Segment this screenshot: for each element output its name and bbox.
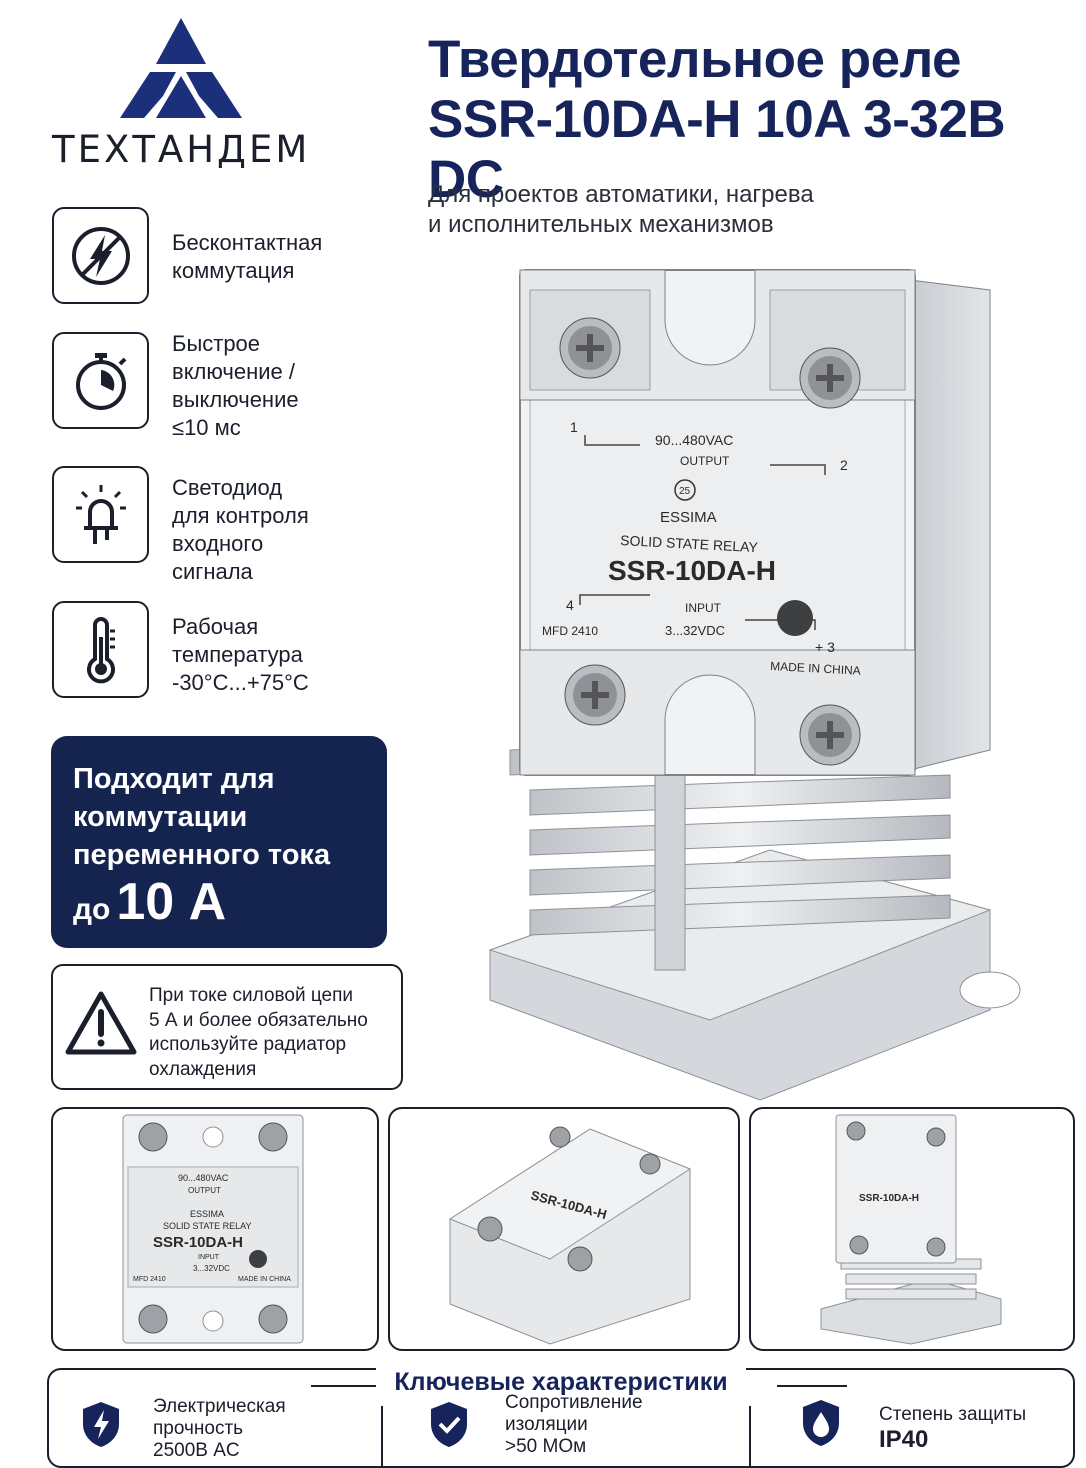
relay-pin3: + 3 [815, 639, 835, 655]
relay-input: INPUT [685, 601, 722, 615]
relay-output-voltage: 90...480VAC [655, 432, 733, 448]
warning-line: используйте радиатор [149, 1034, 347, 1055]
thumbnail-front[interactable]: 90...480VAC OUTPUT ESSIMA SOLID STATE RE… [51, 1107, 379, 1351]
key-line: Сопротивление [505, 1392, 643, 1413]
relay-brand: ESSIMA [660, 509, 717, 526]
fit-value: 10 А [116, 873, 227, 931]
relay-pin4: 4 [566, 597, 574, 613]
feature-line: Быстрое [172, 331, 261, 356]
product-title: Твердотельное реле SSR-10DA-H 10A 3-32В … [428, 30, 1068, 210]
relay-product-image: 1 90...480VAC OUTPUT 2 25 ESSIMA SOLID S… [488, 269, 1021, 1101]
thumb-output-voltage: 90...480VAC [178, 1173, 229, 1183]
brand-logo-icon [120, 18, 242, 118]
thumb-output: OUTPUT [188, 1186, 221, 1195]
relay-front-thumb-image: 90...480VAC OUTPUT ESSIMA SOLID STATE RE… [122, 1114, 304, 1344]
thumbnail-heatsink[interactable]: SSR-10DA-H [749, 1107, 1075, 1351]
key-line: изоляции [505, 1414, 588, 1435]
feature-contactless: Бесконтактная коммутация [52, 207, 382, 304]
product-title-line2: SSR-10DA-H 10A 3-32В DC [428, 90, 1006, 209]
divider [749, 1406, 751, 1466]
fit-line1: Подходит для [73, 763, 275, 795]
stopwatch-icon [52, 332, 149, 429]
thumb-input-voltage: 3...32VDC [193, 1264, 230, 1273]
feature-line: Бесконтактная [172, 230, 323, 255]
relay-type: SOLID STATE RELAY [620, 532, 759, 555]
feature-temperature: Рабочая температура -30°C...+75°C [52, 601, 382, 698]
shield-check-icon [431, 1402, 467, 1447]
thumb-brand: ESSIMA [190, 1209, 224, 1219]
relay-pin1: 1 [570, 419, 578, 435]
thermometer-icon [52, 601, 149, 698]
feature-fast-switching: Быстрое включение / выключение ≤10 мс [52, 331, 382, 440]
feature-line: Светодиод [172, 475, 283, 500]
warning-line: При токе силовой цепи [149, 985, 353, 1006]
relay-model: SSR-10DA-H [608, 555, 776, 586]
thumbnail-angled[interactable]: SSR-10DA-H [388, 1107, 740, 1351]
key-line: IP40 [879, 1426, 929, 1453]
divider [381, 1406, 383, 1466]
current-rating-box: Подходит для коммутации переменного тока… [51, 736, 387, 948]
key-line: >50 МОм [505, 1436, 587, 1457]
warning-box: При токе силовой цепи 5 А и более обязат… [51, 964, 403, 1090]
fit-prefix: до [73, 893, 111, 926]
feature-line: входного [172, 531, 264, 556]
thumb-mfd: MFD 2410 [133, 1276, 166, 1283]
warning-line: 5 А и более обязательно [149, 1009, 368, 1031]
led-icon [52, 466, 149, 563]
thumb-model: SSR-10DA-H [153, 1234, 243, 1251]
feature-line: ≤10 мс [172, 415, 241, 440]
thumb3-model: SSR-10DA-H [859, 1193, 919, 1204]
relay-angled-thumb-image: SSR-10DA-H [448, 1126, 692, 1345]
feature-line: Рабочая [172, 614, 259, 639]
feature-line: коммутация [172, 258, 295, 283]
key-line: 2500В AC [153, 1440, 240, 1461]
key-line: Электрическая [153, 1396, 286, 1417]
drop-icon [803, 1400, 839, 1446]
relay-output: OUTPUT [680, 454, 730, 468]
product-subtitle: Для проектов автоматики, нагрева и испол… [428, 180, 948, 240]
feature-line: для контроля [172, 503, 309, 528]
thumb-type: SOLID STATE RELAY [163, 1221, 252, 1231]
divider [777, 1385, 847, 1387]
feature-line: выключение [172, 387, 299, 412]
key-line: прочность [153, 1418, 244, 1439]
key-line: Степень защиты [879, 1404, 1027, 1425]
feature-line: включение / [172, 359, 296, 384]
shield-lightning-icon [83, 1402, 119, 1447]
lightning-circle-icon [52, 207, 149, 304]
feature-line: -30°C...+75°C [172, 670, 309, 695]
warning-line: охлаждения [149, 1058, 257, 1080]
relay-mfd: MFD 2410 [542, 624, 598, 638]
fit-line3: переменного тока [73, 839, 331, 871]
product-subtitle-line2: и исполнительных механизмов [428, 211, 774, 238]
screw-terminal [559, 317, 861, 766]
fit-line2: коммутации [73, 801, 248, 833]
relay-input-voltage: 3...32VDC [665, 623, 725, 638]
product-title-line1: Твердотельное реле [428, 30, 962, 89]
divider [311, 1385, 381, 1387]
relay-badge: 25 [679, 486, 691, 497]
feature-led: Светодиод для контроля входного сигнала [52, 466, 382, 584]
relay-origin: MADE IN CHINA [770, 659, 861, 678]
warning-triangle-icon [65, 991, 137, 1055]
relay-pin2: 2 [840, 457, 848, 473]
brand-name: ТЕХТАНДЕМ [52, 128, 311, 171]
key-characteristics-panel: Ключевые характеристики Электрическая пр… [47, 1368, 1075, 1468]
product-subtitle-line1: Для проектов автоматики, нагрева [428, 181, 814, 208]
feature-line: температура [172, 642, 303, 667]
key-characteristics-title: Ключевые характеристики [49, 1368, 1073, 1397]
thumb-origin: MADE IN CHINA [238, 1276, 291, 1283]
feature-line: сигнала [172, 559, 253, 584]
relay-heatsink-thumb-image: SSR-10DA-H [820, 1114, 1002, 1345]
thumb-input: INPUT [198, 1254, 220, 1261]
